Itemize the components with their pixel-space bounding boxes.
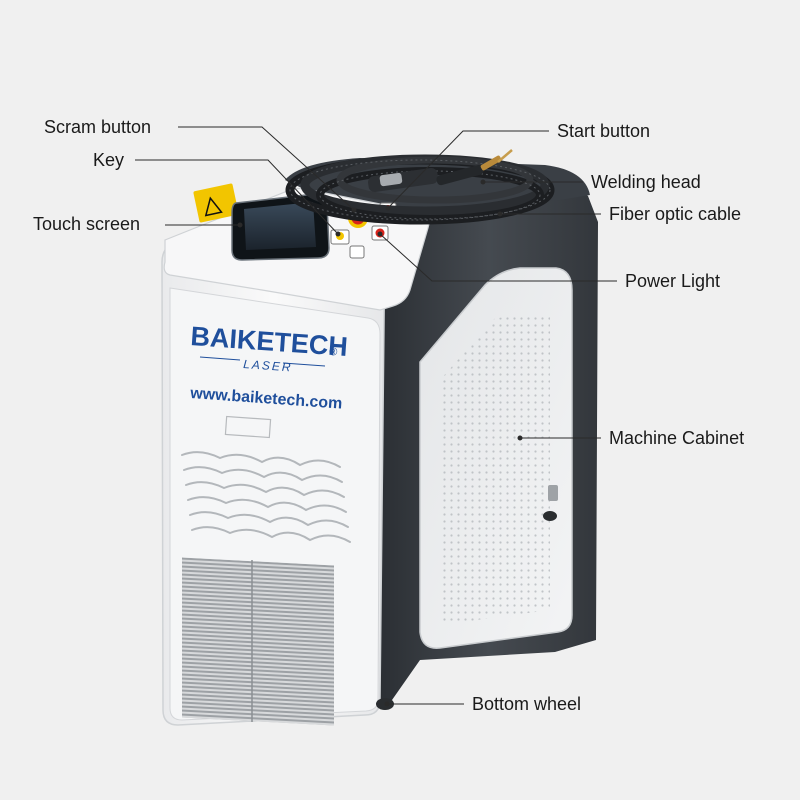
front-air-grille bbox=[182, 557, 334, 726]
side-panel-perforation bbox=[440, 315, 550, 625]
label-welding-head: Welding head bbox=[591, 172, 701, 192]
front-logo-mark bbox=[224, 415, 272, 439]
front-vent-pattern bbox=[181, 451, 351, 543]
leader-power bbox=[379, 233, 617, 282]
label-power-light: Power Light bbox=[625, 271, 721, 291]
brand-rule-left bbox=[199, 356, 241, 361]
leader-key bbox=[135, 159, 339, 235]
leader-scram bbox=[178, 126, 355, 211]
rear-wheel bbox=[543, 511, 557, 521]
cable-texture bbox=[289, 159, 551, 221]
leader-start bbox=[387, 130, 549, 209]
label-machine-cabinet: Machine Cabinet bbox=[609, 428, 745, 448]
laser-warning-icon bbox=[193, 183, 239, 223]
label-fiber-optic-cable: Fiber optic cable bbox=[609, 204, 742, 224]
small-switch bbox=[349, 245, 365, 259]
brand-registered-mark: ® bbox=[329, 346, 338, 359]
label-start-button: Start button bbox=[557, 121, 651, 141]
warning-triangle-icon bbox=[204, 196, 223, 217]
label-scram-button: Scram button bbox=[44, 117, 152, 137]
label-key: Key bbox=[93, 150, 125, 170]
callout-leader-lines bbox=[135, 126, 617, 707]
side-connector bbox=[548, 485, 558, 501]
brand-rule-right bbox=[282, 362, 326, 367]
label-bottom-wheel: Bottom wheel bbox=[472, 694, 582, 714]
label-touch-screen: Touch screen bbox=[33, 214, 141, 234]
touch-screen bbox=[244, 202, 316, 250]
brand-subline: LASER bbox=[243, 357, 293, 374]
